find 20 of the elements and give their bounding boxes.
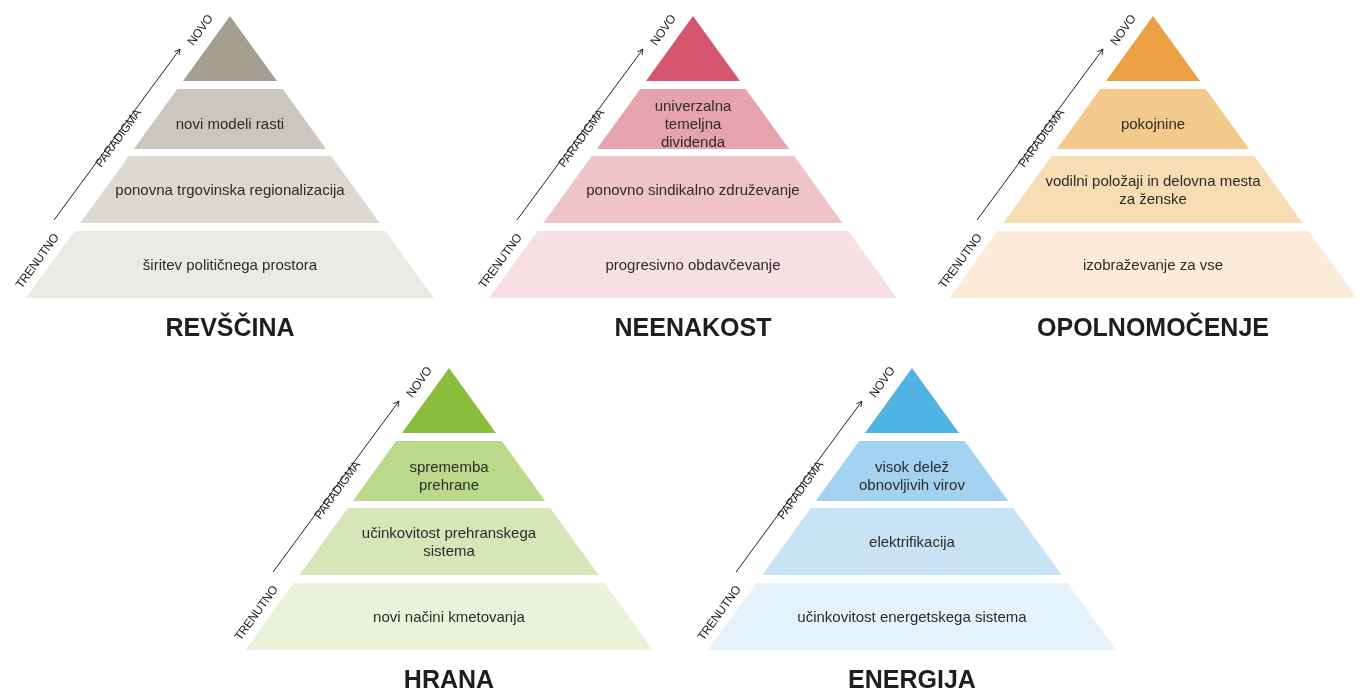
pyramid-title: HRANA: [403, 665, 495, 694]
pyramid-title: NEENAKOST: [614, 313, 772, 342]
pyramid-title: REVŠČINA: [165, 313, 295, 342]
tier-label: učinkovitost prehranskega sistema: [360, 523, 538, 560]
tier-label: sprememba prehrane: [408, 458, 490, 494]
pyramid-title: ENERGIJA: [848, 665, 976, 694]
tier-label: vodilni položaji in delovna mesta za ženske: [1044, 171, 1262, 208]
tier-label: ponovno sindikalno združevanje: [586, 180, 800, 199]
tier-label: elektrifikacija: [869, 532, 955, 551]
tier-label: ponovna trgovinska regionalizacija: [115, 180, 345, 199]
tier-label: izobraževanje za vse: [1082, 255, 1224, 274]
tier-label: univerzalna temeljna dividenda: [653, 97, 733, 151]
tier-label: pokojnine: [1120, 115, 1186, 133]
tier-label: širitev političnega prostora: [142, 255, 318, 274]
tier-label: novi načini kmetovanja: [373, 607, 525, 626]
tier-label: novi modeli rasti: [175, 115, 285, 133]
tier-label: progresivno obdavčevanje: [605, 255, 781, 274]
tier-label: visok delež obnovljivih virov: [858, 458, 966, 494]
tier-label: učinkovitost energetskega sistema: [797, 607, 1027, 626]
pyramid-title: OPOLNOMOČENJE: [1037, 313, 1269, 342]
